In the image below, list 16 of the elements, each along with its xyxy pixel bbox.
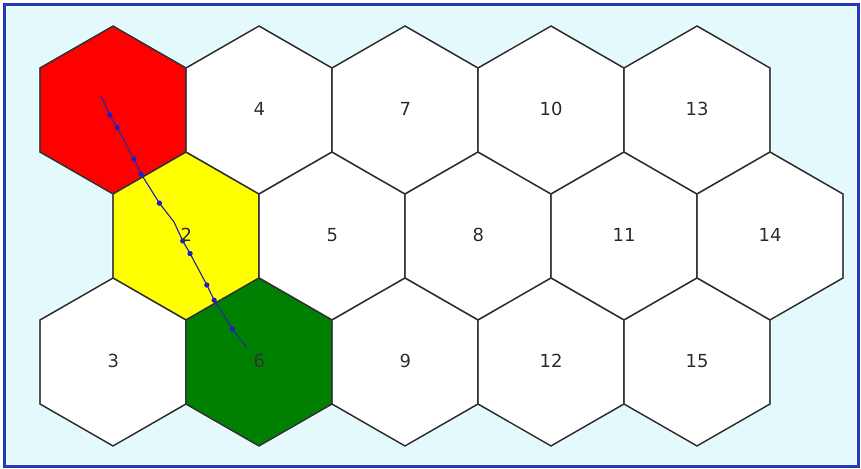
route-path [100, 96, 175, 222]
route-path [173, 222, 248, 348]
cell-number: 8 [472, 225, 484, 246]
cell-number: 14 [758, 225, 782, 246]
cell-number: 12 [540, 351, 562, 372]
cell-number: 9 [400, 351, 411, 372]
cell-number: 2 [180, 225, 192, 246]
cell-number: 3 [108, 351, 119, 372]
cell-number: 15 [686, 351, 708, 372]
cell-number: 13 [686, 99, 708, 120]
cell-number: 10 [540, 99, 562, 120]
cell-number: 5 [326, 225, 338, 246]
cell-number: 6 [254, 351, 265, 372]
cell-number: 4 [254, 99, 265, 120]
cell-number: 7 [400, 99, 411, 120]
cell-number: 11 [612, 225, 636, 246]
